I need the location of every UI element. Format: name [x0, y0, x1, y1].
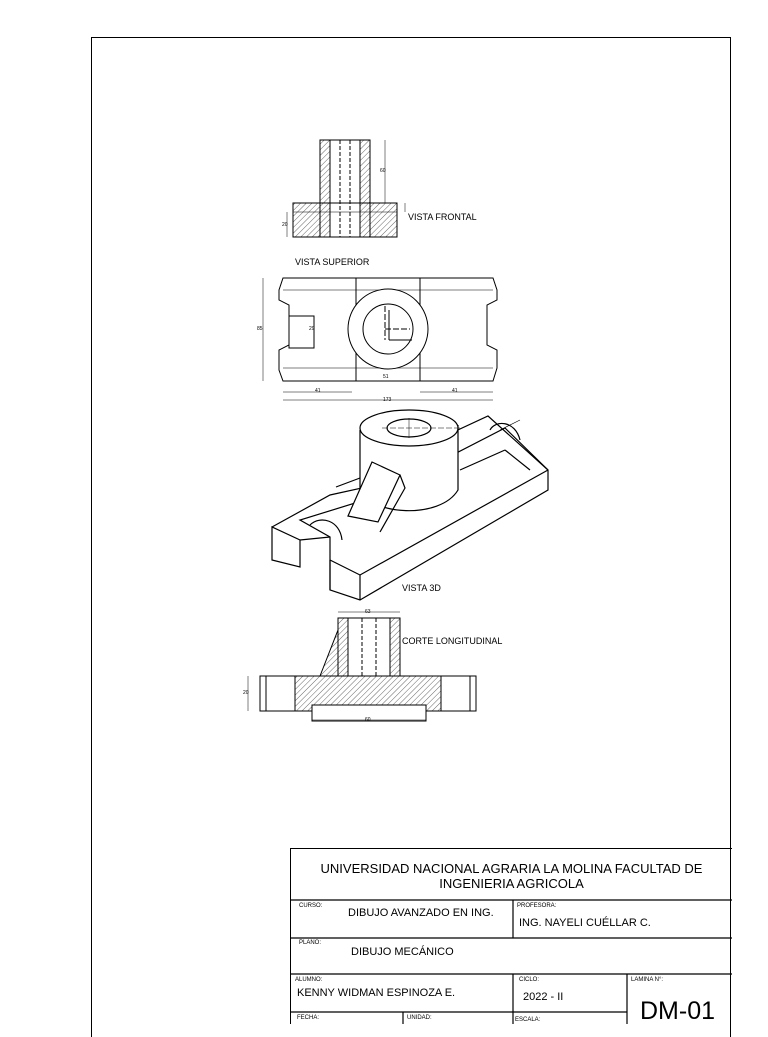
top-view-label: VISTA SUPERIOR: [295, 257, 370, 267]
plano-label: PLANO:: [299, 940, 322, 946]
section-view: [247, 611, 477, 722]
plano-value: DIBUJO MECÁNICO: [351, 946, 454, 958]
iso-view-label: VISTA 3D: [402, 583, 441, 593]
escala-label: ESCALA:: [515, 1017, 541, 1023]
title-block: UNIVERSIDAD NACIONAL AGRARIA LA MOLINA F…: [290, 848, 732, 1025]
curso-value: DIBUJO AVANZADO EN ING.: [348, 907, 494, 919]
isometric-view: [271, 409, 549, 601]
dim-section-left: 20: [243, 690, 249, 696]
ciclo-label: CICLO:: [519, 977, 540, 983]
dim-top-total: 173: [383, 397, 392, 403]
dim-section-base: 60: [365, 717, 371, 723]
dim-section-top: 63: [365, 609, 371, 615]
profesora-value: ING. NAYELI CUÉLLAR C.: [519, 917, 651, 929]
unidad-label: UNIDAD:: [407, 1015, 432, 1021]
front-view: [286, 139, 406, 238]
fecha-label: FECHA:: [297, 1015, 320, 1021]
profesora-label: PROFESORA:: [517, 903, 557, 909]
curso-label: CURSO:: [299, 903, 323, 909]
lamina-label: LAMINA N°:: [631, 977, 664, 983]
alumno-value: KENNY WIDMAN ESPINOZA E.: [297, 987, 456, 999]
section-view-label: CORTE LONGITUDINAL: [402, 636, 503, 646]
dim-top-height: 85: [257, 326, 263, 332]
top-view: [262, 277, 498, 401]
ciclo-value: 2022 - II: [523, 991, 564, 1003]
dim-front-height: 60: [380, 168, 386, 174]
university-name: UNIVERSIDAD NACIONAL AGRARIA LA MOLINA F…: [320, 861, 703, 891]
dim-front-base: 20: [282, 222, 288, 228]
lamina-value: DM-01: [640, 997, 716, 1025]
dim-top-left: 41: [315, 388, 321, 394]
drawing-sheet-border: [91, 37, 731, 1037]
front-view-label: VISTA FRONTAL: [408, 212, 477, 222]
dim-top-slot: 29: [309, 326, 315, 332]
title-block-lines: [290, 899, 732, 1024]
alumno-label: ALUMNO:: [295, 977, 323, 983]
dim-top-mid: 51: [383, 374, 389, 380]
dim-top-right: 41: [452, 388, 458, 394]
